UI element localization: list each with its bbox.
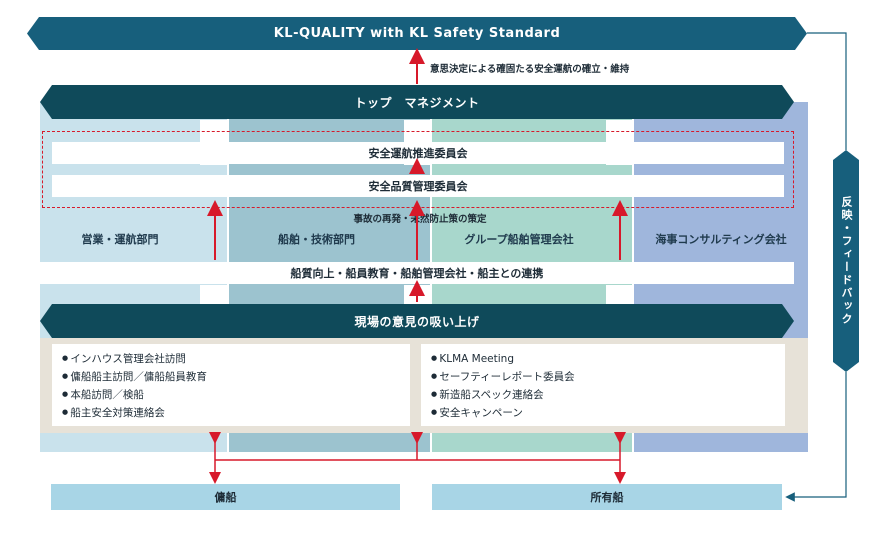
prevention-note: 事故の再発・未然防止策の策定 xyxy=(353,214,487,225)
column-gap xyxy=(200,285,229,305)
list-item: 新造船スペック連絡会 xyxy=(431,386,775,404)
column-gap xyxy=(606,285,634,305)
activity-list-right: KLMA Meeting セーフティーレポート委員会 新造船スペック連絡会 安全… xyxy=(421,344,785,426)
safety-operation-committee: 安全運航推進委員会 xyxy=(52,142,784,164)
activity-list-left: インハウス管理会社訪問 傭船船主訪問／傭船船員教育 本船訪問／検船 船主安全対策… xyxy=(52,344,410,426)
feedback-line xyxy=(807,32,847,150)
list-item: セーフティーレポート委員会 xyxy=(431,368,775,386)
owned-vessel-box: 所有船 xyxy=(432,484,782,510)
list-item: 本船訪問／検船 xyxy=(62,386,400,404)
safety-quality-committee: 安全品質管理委員会 xyxy=(52,175,784,197)
field-opinion-banner: 現場の意見の吸い上げ xyxy=(40,304,794,338)
collaboration-bar: 船質向上・船員教育・船舶管理会社・船主との連携 xyxy=(40,262,794,284)
list-item: 傭船船主訪問／傭船船員教育 xyxy=(62,368,400,386)
department-label-technical: 船舶・技術部門 xyxy=(278,233,355,246)
department-label-group-management: グループ船舶管理会社 xyxy=(464,233,574,246)
department-label-consulting: 海事コンサルティング会社 xyxy=(655,233,787,246)
list-item: 安全キャンペーン xyxy=(431,404,775,422)
feedback-line xyxy=(785,372,847,502)
chartered-vessel-box: 傭船 xyxy=(51,484,400,510)
department-label-sales: 営業・運航部門 xyxy=(81,233,159,246)
feedback-band: 反映・フィードバック xyxy=(833,150,859,372)
list-item: 船主安全対策連絡会 xyxy=(62,404,400,422)
list-item: KLMA Meeting xyxy=(431,350,775,368)
list-item: インハウス管理会社訪問 xyxy=(62,350,400,368)
top-management-banner: トップ マネジメント xyxy=(40,85,794,119)
kl-quality-banner: KL-QUALITY with KL Safety Standard xyxy=(27,17,807,50)
decision-note: 意思決定による確固たる安全運航の確立・維持 xyxy=(430,64,630,75)
